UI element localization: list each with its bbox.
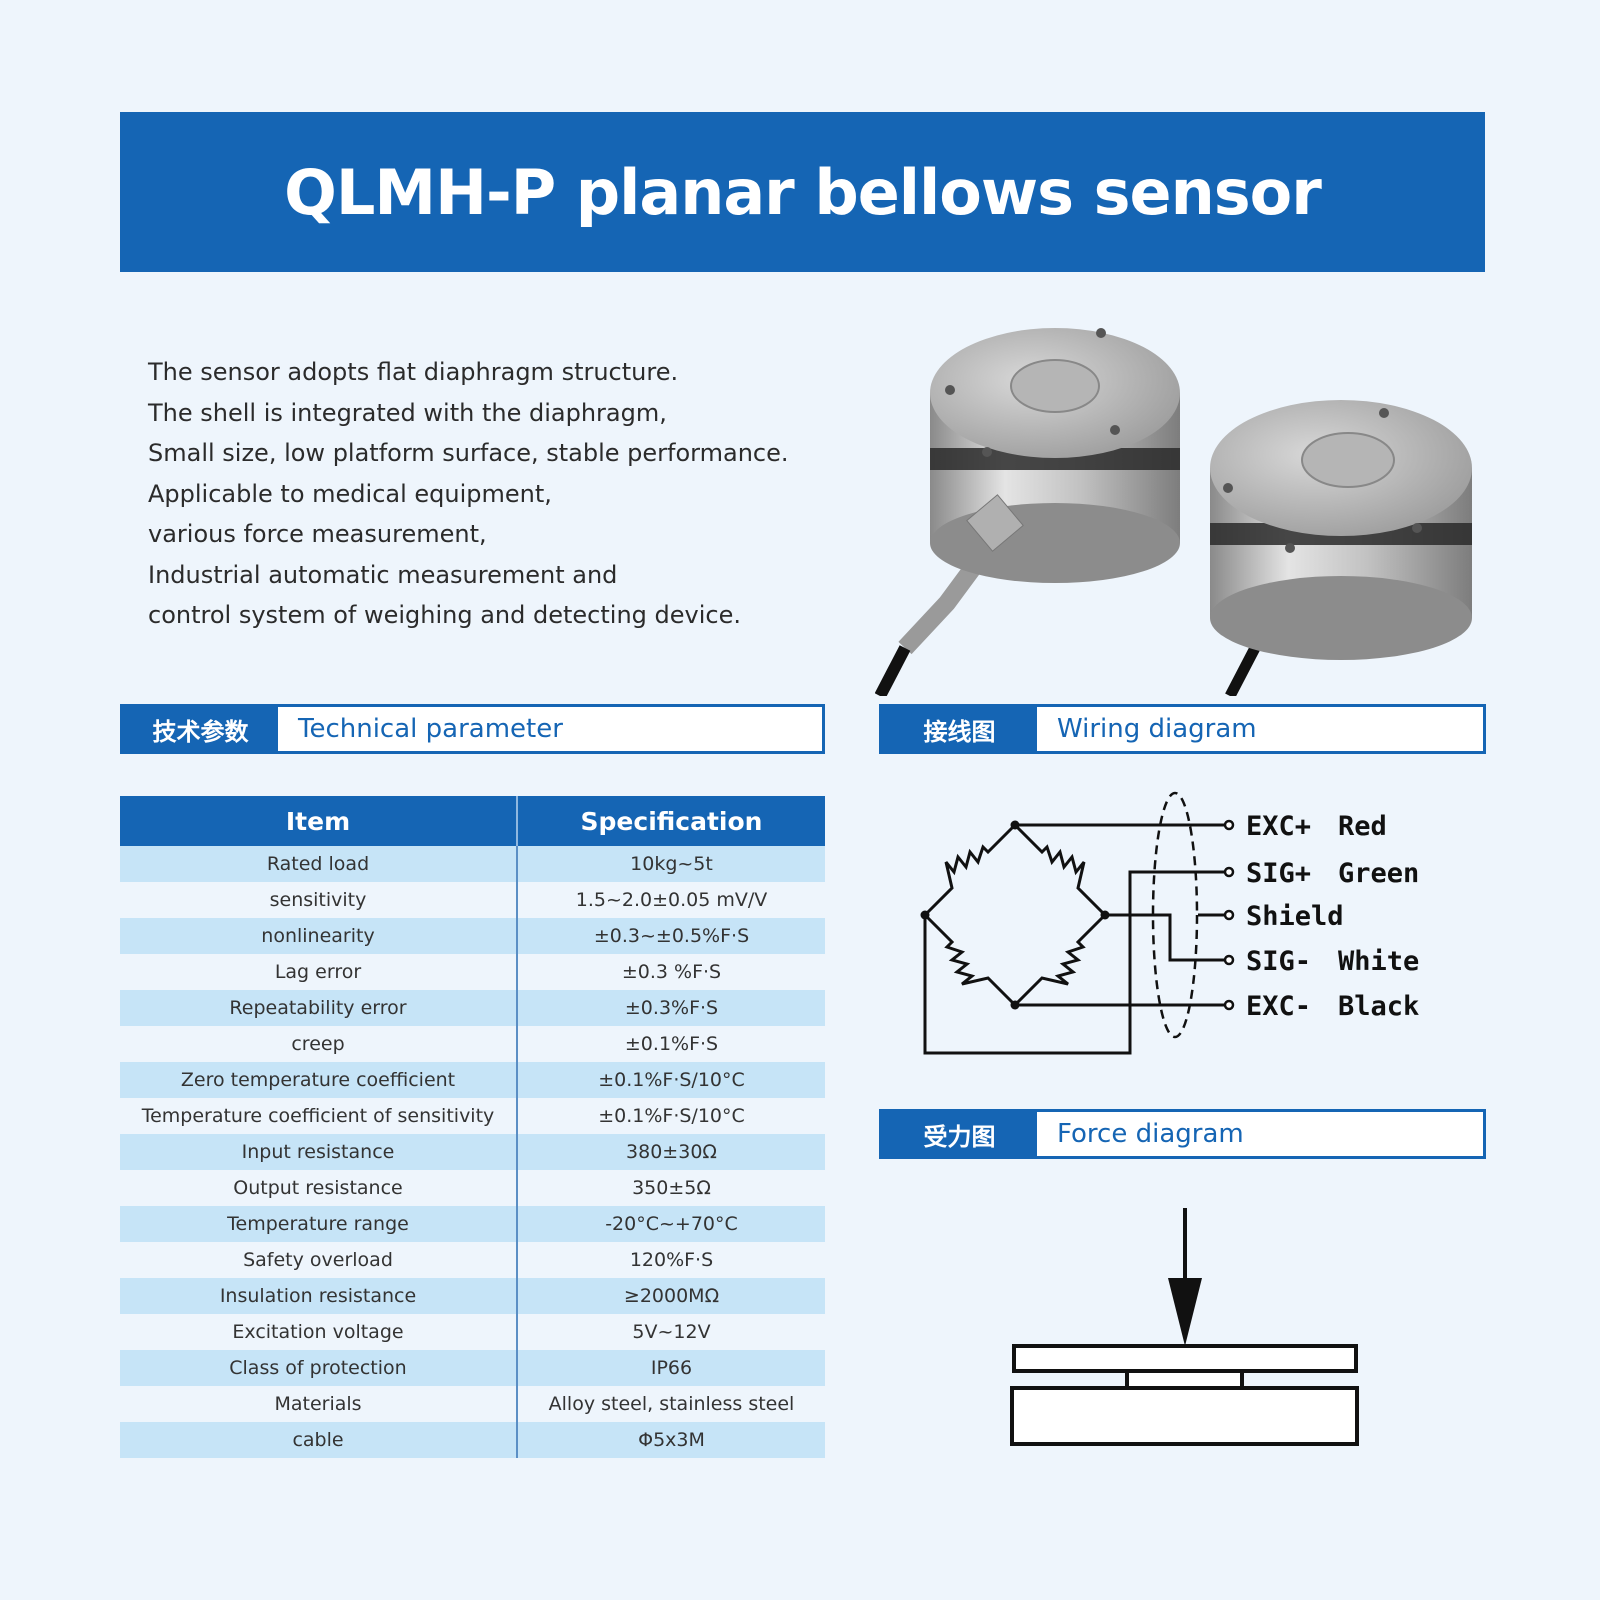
spec-cell: 1.5~2.0±0.05 mV/V bbox=[517, 882, 825, 918]
item-cell: Safety overload bbox=[120, 1242, 518, 1278]
item-cell: cable bbox=[120, 1422, 518, 1458]
spec-cell: 350±5Ω bbox=[517, 1170, 825, 1206]
terminal-color: White bbox=[1338, 946, 1419, 977]
table-row: Repeatability error±0.3%F·S bbox=[120, 990, 825, 1026]
item-cell: Output resistance bbox=[120, 1170, 518, 1206]
spec-cell: -20°C~+70°C bbox=[517, 1206, 825, 1242]
spec-cell: 380±30Ω bbox=[517, 1134, 825, 1170]
item-cell: Zero temperature coefficient bbox=[120, 1062, 518, 1098]
spec-cell: 120%F·S bbox=[517, 1242, 825, 1278]
spec-cell: 10kg~5t bbox=[517, 846, 825, 882]
table-header-row: Item Specification bbox=[120, 796, 825, 846]
section-tag: 接线图 bbox=[882, 707, 1037, 751]
section-label: Wiring diagram bbox=[1057, 714, 1257, 744]
table-row: Insulation resistance≥2000MΩ bbox=[120, 1278, 825, 1314]
spec-cell: ±0.3 %F·S bbox=[517, 954, 825, 990]
item-cell: sensitivity bbox=[120, 882, 518, 918]
top-plate bbox=[1012, 1344, 1358, 1373]
force-arrow-head bbox=[1168, 1278, 1202, 1346]
item-cell: Insulation resistance bbox=[120, 1278, 518, 1314]
section-tag: 受力图 bbox=[882, 1112, 1037, 1156]
section-label: Force diagram bbox=[1057, 1119, 1244, 1149]
base-block bbox=[1010, 1386, 1359, 1446]
wiring-diagram-header: 接线图 Wiring diagram bbox=[879, 704, 1486, 754]
terminal-signal: EXC- bbox=[1246, 991, 1311, 1022]
item-cell: Rated load bbox=[120, 846, 518, 882]
description-line: Industrial automatic measurement and bbox=[148, 560, 618, 589]
table-row: Temperature coefficient of sensitivity±0… bbox=[120, 1098, 825, 1134]
spec-cell: ≥2000MΩ bbox=[517, 1278, 825, 1314]
table-row: Zero temperature coefficient±0.1%F·S/10°… bbox=[120, 1062, 825, 1098]
title-banner: QLMH-P planar bellows sensor bbox=[120, 112, 1485, 272]
page-title: QLMH-P planar bellows sensor bbox=[284, 155, 1322, 229]
section-tag: 技术参数 bbox=[123, 707, 278, 751]
item-cell: creep bbox=[120, 1026, 518, 1062]
terminal-color: Black bbox=[1338, 991, 1419, 1022]
item-cell: Excitation voltage bbox=[120, 1314, 518, 1350]
terminal-color: Red bbox=[1338, 811, 1387, 842]
spec-cell: IP66 bbox=[517, 1350, 825, 1386]
terminal-color: Green bbox=[1338, 858, 1419, 889]
description-line: Applicable to medical equipment, bbox=[148, 479, 552, 508]
description-line: The shell is integrated with the diaphra… bbox=[148, 398, 667, 427]
spec-cell: ±0.3%F·S bbox=[517, 990, 825, 1026]
item-cell: Repeatability error bbox=[120, 990, 518, 1026]
technical-parameter-header: 技术参数 Technical parameter bbox=[120, 704, 825, 754]
table-row: nonlinearity±0.3~±0.5%F·S bbox=[120, 918, 825, 954]
item-cell: Temperature coefficient of sensitivity bbox=[120, 1098, 518, 1134]
description-line: control system of weighing and detecting… bbox=[148, 601, 741, 629]
item-cell: Input resistance bbox=[120, 1134, 518, 1170]
product-description: The sensor adopts flat diaphragm structu… bbox=[148, 352, 868, 636]
terminal-signal: EXC+ bbox=[1246, 811, 1311, 842]
force-diagram bbox=[1010, 1208, 1359, 1446]
spec-cell: ±0.3~±0.5%F·S bbox=[517, 918, 825, 954]
terminal-signal: Shield bbox=[1246, 901, 1344, 932]
item-cell: Temperature range bbox=[120, 1206, 518, 1242]
force-diagram-header: 受力图 Force diagram bbox=[879, 1109, 1486, 1159]
terminal-signal: SIG- bbox=[1246, 946, 1311, 977]
item-cell: nonlinearity bbox=[120, 918, 518, 954]
description-line: The sensor adopts flat diaphragm structu… bbox=[148, 358, 679, 386]
description-line: various force measurement, bbox=[148, 520, 487, 548]
terminal-signal: SIG+ bbox=[1246, 858, 1311, 889]
column-header-item: Item bbox=[120, 796, 518, 846]
section-label: Technical parameter bbox=[298, 714, 563, 744]
spec-cell: Φ5x3M bbox=[517, 1422, 825, 1458]
spec-cell: 5V~12V bbox=[517, 1314, 825, 1350]
column-header-specification: Specification bbox=[517, 796, 825, 846]
description-line: Small size, low platform surface, stable… bbox=[148, 439, 789, 467]
wiring-diagram: EXC+ Red SIG+ Green Shield SIG- White EX… bbox=[920, 791, 1419, 1055]
spec-cell: ±0.1%F·S/10°C bbox=[517, 1062, 825, 1098]
product-photo bbox=[875, 328, 1472, 696]
table-row: Temperature range-20°C~+70°C bbox=[120, 1206, 825, 1242]
item-cell: Materials bbox=[120, 1386, 518, 1422]
item-cell: Class of protection bbox=[120, 1350, 518, 1386]
item-cell: Lag error bbox=[120, 954, 518, 990]
table-row: Lag error±0.3 %F·S bbox=[120, 954, 825, 990]
table-row: creep±0.1%F·S bbox=[120, 1026, 825, 1062]
spec-cell: ±0.1%F·S/10°C bbox=[517, 1098, 825, 1134]
spec-cell: ±0.1%F·S bbox=[517, 1026, 825, 1062]
spec-cell: Alloy steel, stainless steel bbox=[517, 1386, 825, 1422]
spacer bbox=[1125, 1369, 1244, 1390]
